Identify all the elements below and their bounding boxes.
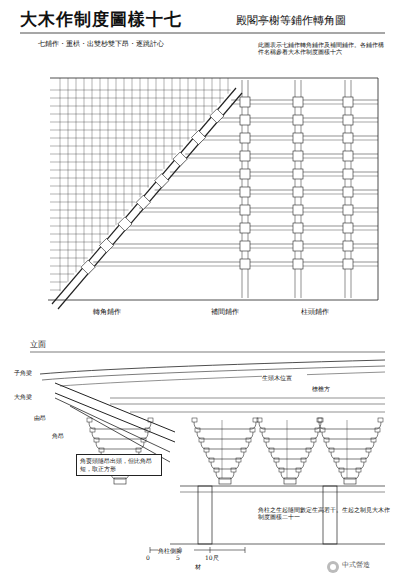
header: 殿閣亭榭等鋪作轉角圖 [236, 14, 386, 27]
rule [20, 33, 385, 34]
note: 角柱之生起隨間數定生高若干。生起之制見大木作制度圖樣二十一 [258, 507, 390, 521]
watermark: 中式營造 [342, 561, 392, 570]
section-label: 立面 [30, 340, 60, 349]
elevation-view [40, 360, 385, 544]
watermark-icon [327, 561, 339, 573]
plan-view [48, 78, 378, 309]
part-label: 橑檐方 [312, 385, 347, 393]
part-label: 角昂 [52, 432, 74, 440]
note-text: 角耍頭隨昂出頭，但比角昂短，取正方形 [80, 457, 158, 473]
part-label: 子角梁 [14, 369, 40, 377]
note: 此圖表示七鋪作轉角鋪作及補間鋪作。各鋪作構件名稱參看大木作制度圖樣十六 [258, 42, 386, 56]
scale-unit: 材 [195, 563, 207, 571]
scale-number: 10尺 [205, 554, 227, 562]
scale-number: 0 [146, 554, 156, 562]
part-label: 轉角鋪作 [82, 308, 132, 317]
part-label: 生頭木位置 [262, 374, 307, 382]
part-label: 大角梁 [14, 393, 40, 401]
note-box: 角耍頭隨昂出頭，但比角昂短，取正方形 [76, 454, 162, 476]
part-label: 柱頭鋪作 [290, 308, 340, 317]
subtitle: 七鋪作・重栱・出雙杪雙下昂・逐跳計心 [38, 40, 208, 49]
rule [30, 352, 385, 353]
part-label: 由昂 [34, 414, 56, 422]
part-label: 角柱側腳 [158, 548, 194, 555]
title: 大木作制度圖樣十七 [20, 9, 182, 30]
scale-number: 5 [176, 554, 186, 562]
part-label: 補間鋪作 [200, 308, 250, 317]
